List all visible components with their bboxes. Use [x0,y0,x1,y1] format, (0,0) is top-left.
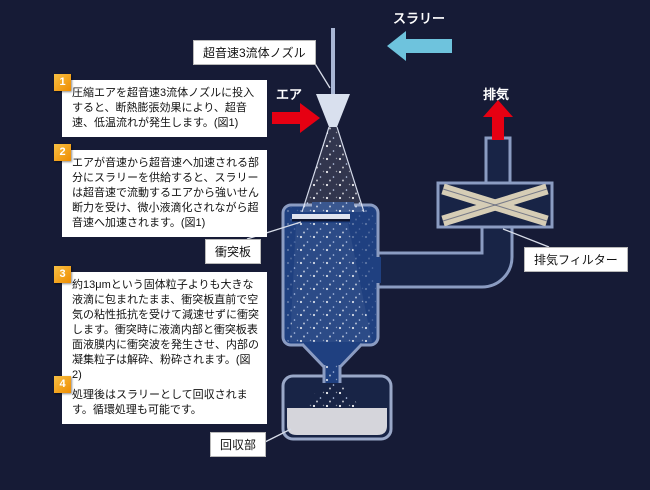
step-number-2: 2 [54,144,71,161]
exhaust-flow-label: 排気 [483,87,510,102]
mist-plume [290,223,372,342]
air-arrow [272,103,320,133]
filter-leader-line [502,228,550,248]
step-text-3: 約13μmという固体粒子よりも大きな液滴に包まれたまま、衝突板直前で空気の粘性抵… [72,279,259,381]
slurry-arrow [387,31,452,61]
step-box-3: 3 約13μmという固体粒子よりも大きな液滴に包まれたまま、衝突板直前で空気の粘… [54,266,267,389]
step-box-4: 4 処理後はスラリーとして回収されます。循環処理も可能です。 [54,376,267,424]
funnel [300,342,364,383]
spray-cone [301,126,365,213]
elbow-pipe [376,225,514,289]
collision-plate-label: 衝突板 [205,239,262,264]
exhaust-filter [436,181,554,229]
exhaust-arrow [483,100,513,140]
slurry-flow-label: スラリー [393,11,446,26]
step-box-1: 1 圧縮エアを超音速3流体ノズルに投入すると、断熱膨張効果により、超音速、低温流… [54,74,267,137]
exhaust-pipe [484,136,512,190]
step-text-4: 処理後はスラリーとして回収されます。循環処理も可能です。 [72,389,248,416]
collected-liquid [287,408,387,435]
exhaust-filter-label: 排気フィルター [524,247,628,272]
collision-plate [292,214,350,222]
step-number-4: 4 [54,376,71,393]
step-number-3: 3 [54,266,71,283]
recovery-label: 回収部 [210,432,267,457]
step-text-1: 圧縮エアを超音速3流体ノズルに投入すると、断熱膨張効果により、超音速、低温流れが… [72,87,255,129]
step-box-2: 2 エアが音速から超音速へ加速される部分にスラリーを供給すると、スラリーは超音速… [54,144,267,237]
nozzle-body [316,94,350,127]
step-text-2: エアが音速から超音速へ加速される部分にスラリーを供給すると、スラリーは超音速で流… [72,157,259,229]
nozzle-label: 超音速3流体ノズル [193,40,316,65]
air-flow-label: エア [276,87,303,102]
nozzle-leader-line [313,61,331,89]
recovery-leader-line [262,428,292,444]
spray-into-vessel [304,380,360,407]
recovery-vessel [281,374,393,441]
step-number-1: 1 [54,74,71,91]
